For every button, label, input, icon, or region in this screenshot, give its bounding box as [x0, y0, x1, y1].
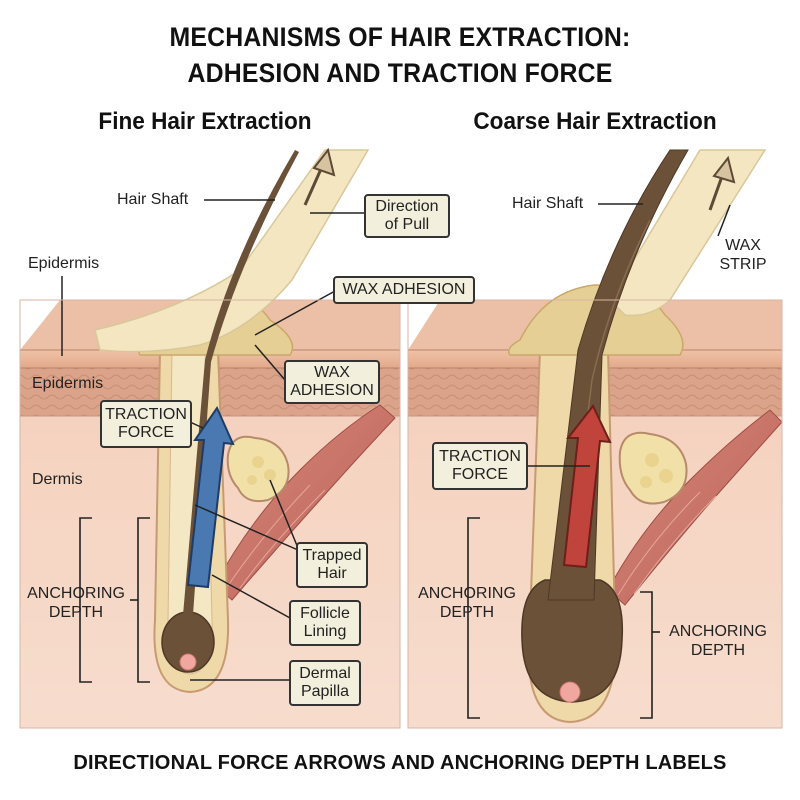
coarse-anchoring-depth-brackets — [467, 517, 660, 719]
fine-label-follicle-lining: Follicle Lining — [289, 600, 361, 646]
fine-traction-force-arrow — [186, 405, 235, 589]
coarse-traction-force-arrow — [562, 404, 612, 569]
fine-label-epidermis: Epidermis — [32, 375, 104, 392]
coarse-dermal-papilla — [559, 681, 581, 703]
page-title-line-1: MECHANISMS OF HAIR EXTRACTION: — [169, 22, 631, 52]
fine-label-wax-adhesion-top: WAX ADHESION — [333, 276, 475, 304]
coarse-hair-bulb — [521, 579, 624, 703]
fine-label-dermis: Dermis — [32, 471, 83, 488]
fine-leader-lines — [61, 199, 364, 681]
page-title-line-2: ADHESION AND TRACTION FORCE — [187, 58, 613, 88]
fine-label-anchoring-depth: ANCHORING DEPTH — [27, 585, 125, 621]
fine-arrector-muscle — [214, 404, 396, 601]
coarse-sebaceous-gland — [618, 431, 688, 505]
fine-label-trapped-hair: Trapped Hair — [296, 542, 368, 588]
coarse-label-anchoring-depth-left: ANCHORING DEPTH — [418, 585, 516, 621]
coarse-label-anchoring-depth-right: ANCHORING DEPTH — [669, 623, 767, 659]
coarse-label-wax-strip: WAX STRIP — [719, 237, 767, 273]
fine-dermal-papilla — [179, 653, 197, 671]
fine-label-dermal-papilla: Dermal Papilla — [289, 660, 361, 706]
fine-wax-strip — [94, 149, 370, 353]
coarse-panel-title: Coarse Hair Extraction — [473, 108, 717, 135]
page-footer-caption: DIRECTIONAL FORCE ARROWS AND ANCHORING D… — [73, 752, 727, 774]
coarse-label-traction-force: TRACTION FORCE — [432, 442, 528, 490]
fine-label-hair-shaft: Hair Shaft — [117, 191, 189, 208]
coarse-label-hair-shaft: Hair Shaft — [512, 195, 584, 212]
fine-label-direction-of-pull: Direction of Pull — [364, 194, 450, 238]
coarse-leader-lines — [528, 203, 731, 467]
coarse-wax-strip — [609, 149, 767, 317]
fine-anchoring-depth-brackets — [79, 517, 150, 683]
fine-label-traction-force: TRACTION FORCE — [100, 400, 192, 448]
fine-panel-title: Fine Hair Extraction — [98, 108, 312, 135]
fine-label-wax-adhesion: WAX ADHESION — [284, 360, 380, 404]
fine-sebaceous-gland — [226, 435, 290, 503]
fine-label-epidermis-top: Epidermis — [28, 255, 100, 272]
